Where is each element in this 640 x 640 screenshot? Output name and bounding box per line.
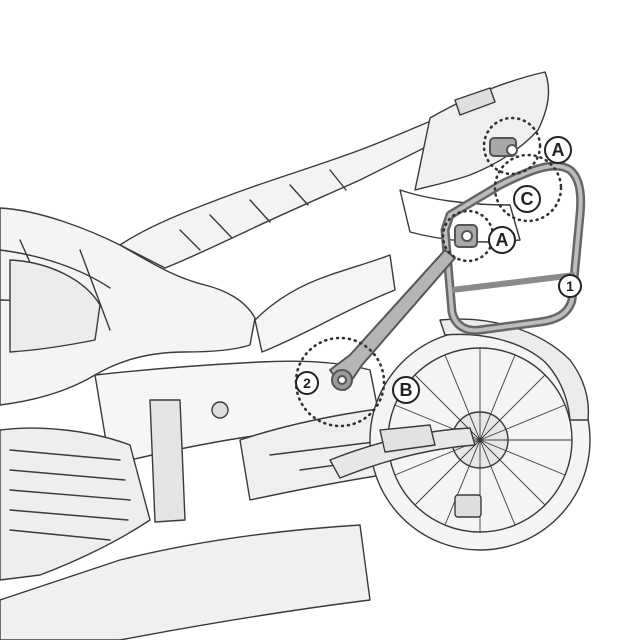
callout-a-mid-label: A bbox=[496, 230, 509, 250]
side-rack-assembly bbox=[329, 137, 586, 391]
callout-a-mid-circle bbox=[488, 226, 516, 254]
callout-1-circle bbox=[558, 274, 582, 298]
callout-b-label: B bbox=[400, 380, 413, 400]
callout-2-circle bbox=[295, 371, 319, 395]
side-cover bbox=[254, 254, 396, 353]
rack-crossbar bbox=[451, 272, 576, 293]
bracket-mount-hole bbox=[337, 375, 347, 385]
passenger-footpeg bbox=[379, 424, 436, 453]
chain-guard bbox=[329, 427, 476, 479]
detail-circle-c bbox=[493, 153, 563, 223]
chain-adjuster bbox=[454, 494, 482, 518]
rear-wheel-spokes bbox=[387, 347, 573, 533]
callout-c-circle bbox=[513, 185, 541, 213]
front-bodywork bbox=[0, 207, 256, 406]
callout-2-label: 2 bbox=[303, 375, 311, 391]
front-inner-panel bbox=[9, 259, 101, 353]
callout-a-top-label: A bbox=[552, 140, 565, 160]
shock-body bbox=[149, 399, 186, 523]
lower-fairing bbox=[0, 524, 371, 640]
rear-mudguard bbox=[439, 318, 590, 421]
rack-frame-inner bbox=[443, 164, 583, 333]
seat-detail bbox=[179, 169, 347, 251]
mount-a-mid-bolt bbox=[461, 230, 473, 242]
callout-b-circle bbox=[392, 376, 420, 404]
engine-fins bbox=[9, 449, 131, 541]
mount-a-top-bolt bbox=[506, 144, 518, 156]
callouts: A C A 1 2 B bbox=[295, 136, 582, 404]
shock-bolt bbox=[211, 401, 229, 419]
callout-a-top-circle bbox=[544, 136, 572, 164]
detail-circle-a-top bbox=[482, 116, 542, 176]
motorcycle-drawing bbox=[0, 71, 591, 640]
rear-tail bbox=[414, 71, 550, 191]
engine-block bbox=[0, 427, 151, 581]
callout-1-label: 1 bbox=[566, 278, 574, 294]
callout-c-label: C bbox=[521, 189, 534, 209]
rear-light bbox=[454, 87, 496, 116]
tail-underside bbox=[399, 189, 521, 243]
